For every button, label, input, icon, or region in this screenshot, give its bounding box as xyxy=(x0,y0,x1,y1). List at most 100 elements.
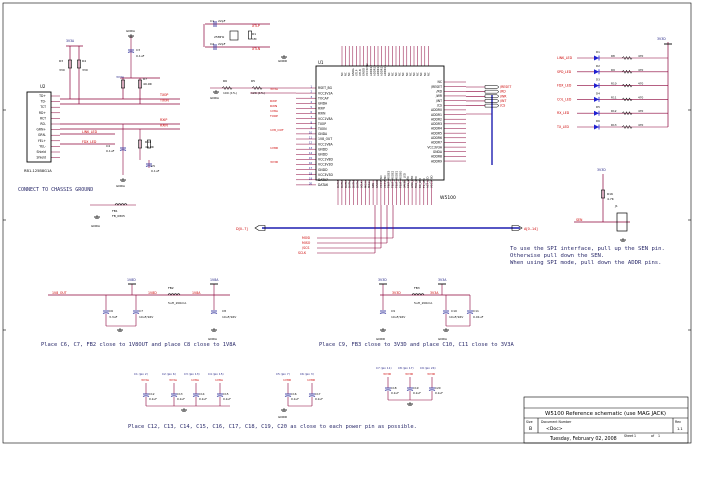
title-block-sheet: 1 xyxy=(634,434,636,438)
decap-ref: C13 xyxy=(177,392,183,396)
chip-left-pin-number: 15 xyxy=(309,157,313,160)
1v8a-net-label: 1V8A xyxy=(192,291,201,295)
c5-capacitor-curve xyxy=(145,165,153,167)
chip-left-pin-label: VCC1V8D xyxy=(318,158,333,162)
chip-bottom-pin-label: VCC3V3D xyxy=(379,176,383,188)
chip-right-pin-label: ADDR6 xyxy=(431,136,442,140)
led-diode xyxy=(594,124,599,130)
r1-resistor xyxy=(248,30,252,40)
r7-val: 49.9R xyxy=(143,82,152,86)
chip-left-pin-label: VCC1V8A xyxy=(318,142,333,146)
fb1-inductor xyxy=(114,203,128,206)
fb2-inductor xyxy=(167,293,181,296)
chip-right-pin-label: /INT xyxy=(436,99,442,103)
text-layer: RSET_BG1VCC3V3A2TOCAP3GNDA4RXIP5RXIN6VCC… xyxy=(36,19,666,419)
c8-capacitor-curve xyxy=(210,312,218,314)
1v8out-net-label: 1V8_OUT xyxy=(52,291,67,295)
chip-bottom-pin-label: RX_LED xyxy=(418,178,422,188)
decap-capacitor-curve xyxy=(284,395,292,397)
chip-left-pin-number: 8 xyxy=(310,121,312,124)
led-resistor-ref: R10 xyxy=(611,82,617,86)
control-signal-label: /CS xyxy=(500,104,505,108)
led-resistor-val: 470 xyxy=(638,123,644,127)
chip-1v8a-label: 1V8A xyxy=(270,109,279,113)
chip-bottom-pin-label: TEST_MODE3 xyxy=(387,170,391,188)
addr-bus-label: A[0..14] xyxy=(524,227,538,231)
fb3-inductor xyxy=(411,293,425,296)
txop-net-label: TXOP xyxy=(159,93,168,97)
data-bus-label: D[0..7] xyxy=(236,227,248,231)
c8-val: 10uF/16V xyxy=(222,315,237,319)
chip-top-pin-label: ADDR10 xyxy=(383,65,387,76)
c9-ref: C9 xyxy=(391,309,395,313)
chip-left-pin-label: VCC3V3D xyxy=(318,173,333,177)
r16-3v3d-label: 3V3D xyxy=(597,168,606,172)
chip-right-pin-label: ADDR8 xyxy=(431,155,442,159)
chip-right-pin-label: /CS xyxy=(437,103,442,107)
c6-capacitor-curve xyxy=(102,312,110,314)
decap-net-label: 1V8A xyxy=(191,378,200,382)
chip-left-pin-label: VCC3V3A xyxy=(318,91,333,95)
led-resistor-ref: R9 xyxy=(611,68,615,72)
c3-capacitor-curve xyxy=(127,51,135,53)
r7-ref: R7 xyxy=(143,77,147,81)
chip-left-pin-label: GNDD xyxy=(318,147,328,151)
chip-left-pin-number: 2 xyxy=(310,91,312,94)
chip-top-pin-label: NC xyxy=(408,72,412,76)
frame-ticks xyxy=(3,109,691,331)
c4-ref: C4 xyxy=(106,144,110,148)
r16-resistor xyxy=(601,189,605,199)
r3-val: 330 xyxy=(59,68,65,72)
led-resistor-val: 470 xyxy=(638,68,644,72)
chip-top-pin-label: ADDR11 xyxy=(380,65,384,76)
chip-right-pin-label: ADDR7 xyxy=(431,141,442,145)
chip-left-pin-number: 7 xyxy=(310,116,312,119)
decap-ref: C12 xyxy=(149,392,155,396)
chip-bottom-pin-label: SPEED_LED xyxy=(402,173,406,188)
chip-bottom-pin-label: TEST_MODE1 xyxy=(395,170,399,188)
led-resistor-val: 470 xyxy=(638,95,644,99)
led-resistor xyxy=(621,55,633,61)
chip-bottom-pin-label: MISO xyxy=(367,181,371,188)
chip-left-pin-number: 10 xyxy=(309,132,313,135)
decap-capacitor-curve xyxy=(406,389,414,391)
fb2-note: Place C6, C7, FB2 close to 1V8OUT and pl… xyxy=(41,342,236,348)
r16-val: 4.7K xyxy=(607,197,615,201)
chip-left-pin-label: GNDA xyxy=(318,132,328,136)
c3-gnd-label: GNDA xyxy=(126,29,136,33)
led-net-label: TX_LED xyxy=(556,125,570,129)
chip-bottom-pin-label: COL_LED xyxy=(406,176,410,188)
chip-left-pin-label: TXON xyxy=(317,127,327,131)
chip-top-pin-label: NC xyxy=(416,72,420,76)
r3-ref: R3 xyxy=(59,59,63,63)
chip-top-pin-label: VCC3V3D xyxy=(365,64,369,76)
led-diode xyxy=(594,110,599,116)
c7-val: 10uF/16V xyxy=(139,315,154,319)
chip-left-pin-label: 1V8_OUT xyxy=(318,137,332,141)
r7-resistor xyxy=(138,79,142,89)
addr-bus-port xyxy=(511,225,523,231)
c10-capacitor-curve xyxy=(442,312,450,314)
chip-right-pin-label: /RD xyxy=(436,90,442,94)
title-block-doc: <Doc> xyxy=(546,426,563,432)
decap-val: 0.1uF xyxy=(291,397,299,401)
chip-bottom-pin-label: DATA2 xyxy=(348,179,352,188)
r5-val: 12K (1%) xyxy=(251,91,265,95)
r15-resistor xyxy=(147,139,151,149)
spi-note-line-3: When using SPI mode, pull down the ADDR … xyxy=(510,260,662,266)
chip-right-pin-label: ADDR2 xyxy=(431,117,442,121)
chip-left-pin-label: GNDD xyxy=(318,168,328,172)
chip-left-pin-label: TXOP xyxy=(317,122,326,126)
j1-ref: J1 xyxy=(614,204,618,208)
c9-gndd-label: GNDD xyxy=(376,337,386,341)
chip-left-pin-number: 16 xyxy=(309,162,313,165)
jack-link-net-label: LINK_LED xyxy=(82,130,98,134)
rxip-net-label: RXIP xyxy=(160,118,167,122)
jack-part: RB1-125B8G1A xyxy=(24,169,52,173)
led-diode xyxy=(594,55,599,61)
decap-net-label: 1V8D xyxy=(283,378,292,382)
fb1-gnd-label: GNDA xyxy=(91,224,101,228)
chip-bottom-pin-label: SEN xyxy=(371,183,375,188)
title-block-size: B xyxy=(529,426,532,432)
chip-bottom-pin-label: DATA5 xyxy=(336,179,340,188)
